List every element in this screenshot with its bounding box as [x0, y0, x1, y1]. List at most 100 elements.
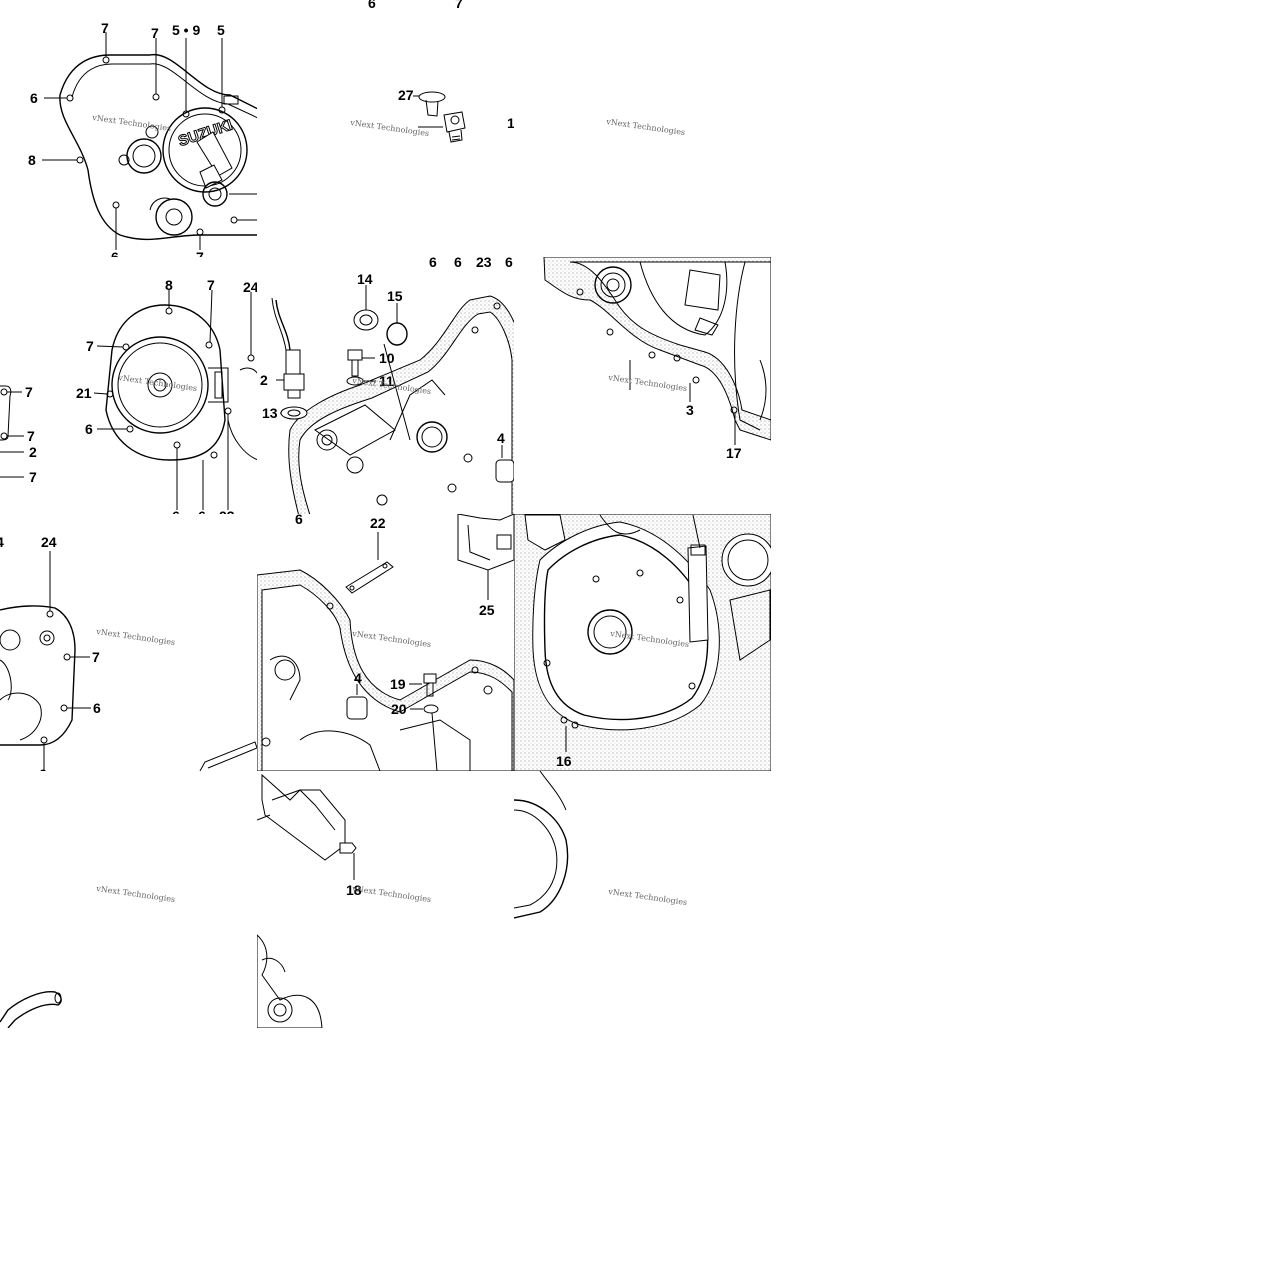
callout-7-e: 7	[29, 469, 37, 485]
tile-clutch-cover: SUZUKI 6 7 7 5 • 9 5 6 8 6 7	[28, 20, 257, 265]
case-bearing	[594, 266, 632, 304]
callout-4: 4	[0, 534, 4, 550]
tile-guard: 18 vNext Technologies	[257, 773, 432, 1028]
part-13-washer	[280, 406, 308, 420]
callout-14: 14	[357, 271, 373, 287]
tile-case-right: 3 17 vNext Technologies	[543, 257, 771, 461]
callout-2: 2	[29, 444, 37, 460]
left-cover-outline	[0, 605, 76, 746]
bearing-bore	[416, 421, 448, 453]
callout-6: 6	[295, 511, 303, 527]
callout-24: 24	[243, 279, 259, 295]
callout-24: 24	[41, 534, 57, 550]
callout-6: 6	[30, 90, 38, 106]
part-27-cap	[418, 91, 446, 103]
callout-8: 8	[28, 152, 36, 168]
callout-3: 3	[686, 402, 694, 418]
part-10-bolt	[347, 349, 363, 361]
callout-6: 6	[93, 700, 101, 716]
guard-plate	[261, 773, 346, 861]
callout-15: 15	[387, 288, 403, 304]
callout-6-top-2: 6	[368, 0, 376, 11]
callout-17: 17	[726, 445, 742, 461]
tile-case-magneto: 16 vNext Technologies	[514, 514, 771, 771]
part-18-screw	[339, 842, 357, 854]
callout-6-c: 6	[505, 254, 513, 270]
tile-flywheel-cover: vNext Technologies	[514, 771, 688, 919]
magneto-bore	[587, 609, 633, 655]
callout-8: 8	[165, 277, 173, 293]
flywheel-cover	[514, 799, 569, 919]
callout-6-bottom: 6	[111, 249, 119, 265]
watermark: vNext Technologies	[351, 884, 432, 904]
clutch-inspection-plug	[202, 181, 228, 207]
tile-crankcase-sensor: 6 6 23 6 14 15 10 2 11 13 4 vNext Techno…	[260, 254, 514, 514]
callout-25: 25	[479, 602, 495, 618]
callout-7-b: 7	[151, 25, 159, 41]
watermark: vNext Technologies	[91, 113, 172, 133]
part-15-oring	[386, 322, 408, 346]
callout-7-top-2: 7	[455, 0, 463, 11]
part-1-fitting	[443, 111, 466, 133]
callout-4: 4	[354, 670, 362, 686]
magneto-cover-outline	[105, 304, 226, 461]
tile-magneto-cover: 8 7 24 7 21 6 6 6 23 7 7 2 7 vNext Techn…	[0, 277, 259, 524]
callout-7: 7	[207, 277, 215, 293]
callout-7-bottom: 7	[196, 249, 204, 265]
callout-18: 18	[346, 882, 362, 898]
callout-21: 21	[76, 385, 92, 401]
callout-20: 20	[391, 701, 407, 717]
callout-6-b: 6	[172, 508, 180, 524]
callout-6-a: 6	[429, 254, 437, 270]
callout-13: 13	[262, 405, 278, 421]
watermark: vNext Technologies	[607, 887, 688, 907]
clutch-cover-flange	[71, 63, 257, 119]
watermark: vNext Technologies	[95, 627, 176, 647]
callout-6-c: 6	[198, 508, 206, 524]
watermark: vNext Technologies	[351, 629, 432, 649]
watermark: vNext Technologies	[95, 884, 176, 904]
tile-drain-plug: 6 7 27 1 vNext Technologies	[349, 0, 515, 143]
part-4-dowel	[346, 696, 368, 720]
oil-window	[126, 138, 162, 174]
part-14-seal	[353, 309, 379, 331]
watermark: vNext Technologies	[605, 117, 686, 137]
part-20-washer	[423, 704, 439, 714]
magneto-dome	[111, 336, 209, 434]
callout-10: 10	[379, 350, 395, 366]
watermark: vNext Technologies	[607, 373, 688, 393]
callout-7-d: 7	[27, 428, 35, 444]
callout-23: 23	[219, 508, 235, 524]
callout-22: 22	[370, 515, 386, 531]
part-2-sensor	[285, 349, 301, 375]
callout-23: 23	[476, 254, 492, 270]
clutch-cover-outline	[59, 54, 257, 241]
part-19-bolt	[423, 673, 437, 684]
callout-16: 16	[556, 753, 572, 769]
tile-case-center: 6 22 25 4 19 20 vNext Technologies	[257, 511, 514, 771]
callout-6-left: 6	[85, 421, 93, 437]
part-22-strap	[345, 561, 394, 594]
sensor-cable	[275, 299, 291, 351]
tile-pipe: vNext Technologies	[0, 884, 176, 1028]
callout-5-9: 5 • 9	[172, 22, 200, 38]
callout-4: 4	[497, 430, 505, 446]
callout-1: 1	[507, 115, 515, 131]
tile-cover-left: 4 24 7 6 6 vNext Technologies	[0, 534, 257, 782]
callout-6-b: 6	[454, 254, 462, 270]
hose-pipe	[0, 991, 62, 1028]
callout-27: 27	[398, 87, 414, 103]
callout-7-a: 7	[101, 20, 109, 36]
part-25-bracket	[457, 514, 514, 571]
callout-19: 19	[390, 676, 406, 692]
callout-7: 7	[92, 649, 100, 665]
part-4-dowel	[495, 459, 514, 483]
callout-5-b: 5	[217, 22, 225, 38]
watermark: vNext Technologies	[349, 118, 430, 138]
water-pump-cover	[155, 198, 193, 236]
callout-2: 2	[260, 372, 268, 388]
callout-6-bottom: 6	[39, 766, 47, 782]
callout-7-left: 7	[86, 338, 94, 354]
clutch-dome	[162, 107, 248, 193]
